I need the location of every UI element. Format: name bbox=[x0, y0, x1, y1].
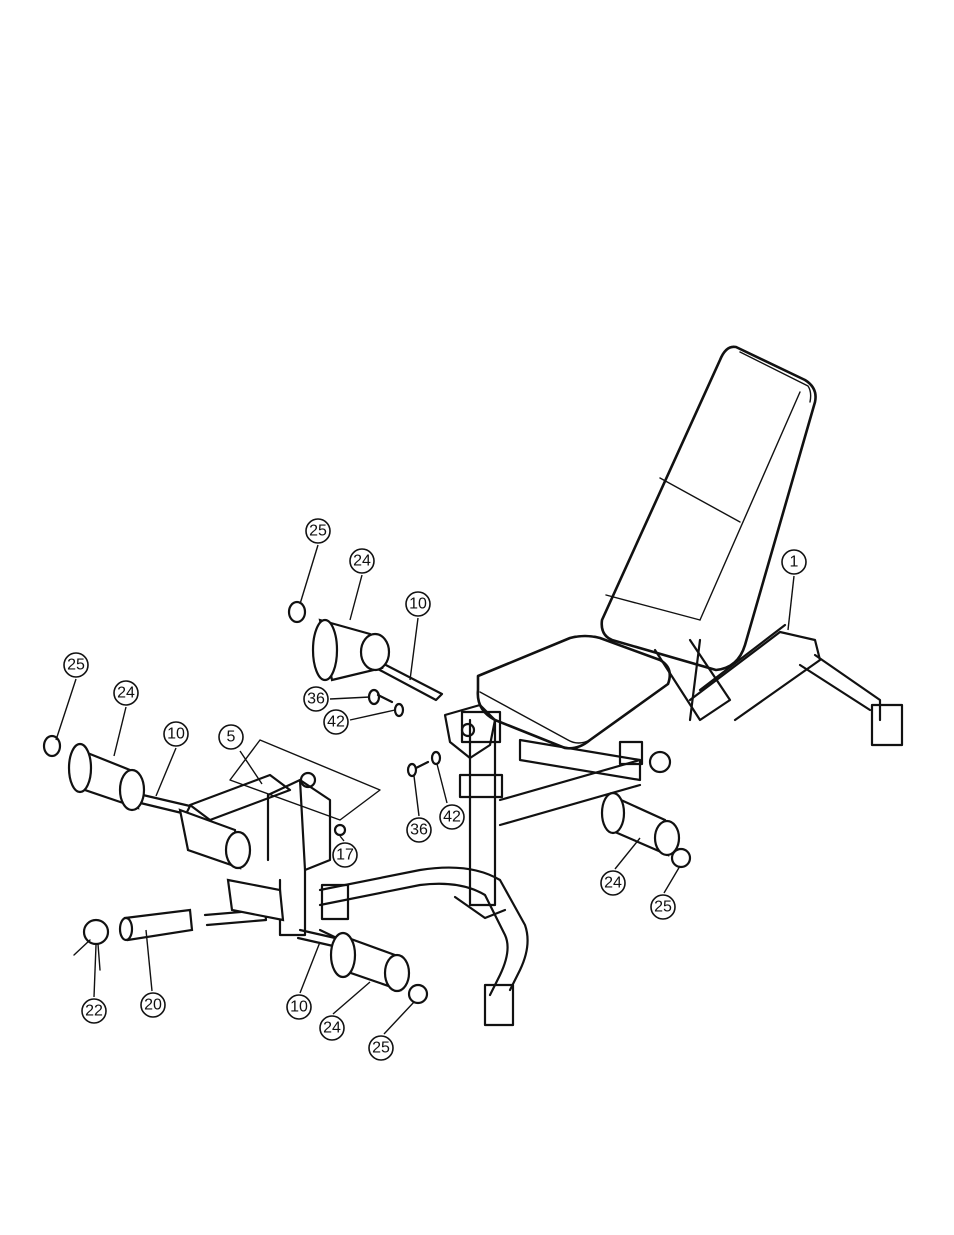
callout-24-lower: 24 bbox=[320, 1016, 344, 1040]
callout-25-lower: 25 bbox=[369, 1036, 393, 1060]
callout-label: 36 bbox=[410, 822, 428, 839]
callout-17: 17 bbox=[333, 843, 357, 867]
callout-10-lower: 10 bbox=[287, 995, 311, 1019]
callout-label: 10 bbox=[167, 726, 185, 743]
callout-label: 36 bbox=[307, 691, 325, 708]
callout-label: 10 bbox=[409, 596, 427, 613]
callout-5: 5 bbox=[219, 725, 243, 749]
seat-pad bbox=[478, 636, 670, 748]
callout-label: 25 bbox=[309, 523, 327, 540]
callout-label: 20 bbox=[144, 997, 162, 1014]
callout-25-left: 25 bbox=[64, 653, 88, 677]
backrest-pad bbox=[602, 347, 816, 670]
callout-22: 22 bbox=[82, 999, 106, 1023]
callout-label: 24 bbox=[604, 875, 622, 892]
callout-42-center: 42 bbox=[440, 805, 464, 829]
callout-label: 17 bbox=[336, 847, 354, 864]
callout-36-center: 36 bbox=[407, 818, 431, 842]
callout-label: 24 bbox=[117, 685, 135, 702]
foam-roller bbox=[120, 910, 192, 940]
callout-label: 25 bbox=[67, 657, 85, 674]
callout-label: 22 bbox=[85, 1003, 103, 1020]
front-upright bbox=[320, 712, 528, 1025]
roller-pad-upper bbox=[313, 620, 389, 680]
callout-label: 5 bbox=[227, 729, 236, 746]
callout-42-upper: 42 bbox=[324, 710, 348, 734]
callout-label: 25 bbox=[372, 1040, 390, 1057]
callout-20: 20 bbox=[141, 993, 165, 1017]
roller-pad-right bbox=[602, 793, 679, 855]
callout-25-right: 25 bbox=[651, 895, 675, 919]
spring-collar bbox=[74, 920, 108, 970]
callout-label: 42 bbox=[443, 809, 461, 826]
callout-24-right: 24 bbox=[601, 871, 625, 895]
callout-10-left: 10 bbox=[164, 722, 188, 746]
roller-tubes bbox=[128, 662, 442, 948]
callout-label: 42 bbox=[327, 714, 345, 731]
callout-24-left: 24 bbox=[114, 681, 138, 705]
callout-25-upper: 25 bbox=[306, 519, 330, 543]
callout-36-upper: 36 bbox=[304, 687, 328, 711]
callout-label: 24 bbox=[353, 553, 371, 570]
callout-label: 10 bbox=[290, 999, 308, 1016]
callout-24-upper: 24 bbox=[350, 549, 374, 573]
callout-10-upper: 10 bbox=[406, 592, 430, 616]
callout-label: 1 bbox=[790, 554, 799, 571]
callout-label: 25 bbox=[654, 899, 672, 916]
callout-1: 1 bbox=[782, 550, 806, 574]
callout-label: 24 bbox=[323, 1020, 341, 1037]
roller-pad-left bbox=[69, 744, 144, 810]
